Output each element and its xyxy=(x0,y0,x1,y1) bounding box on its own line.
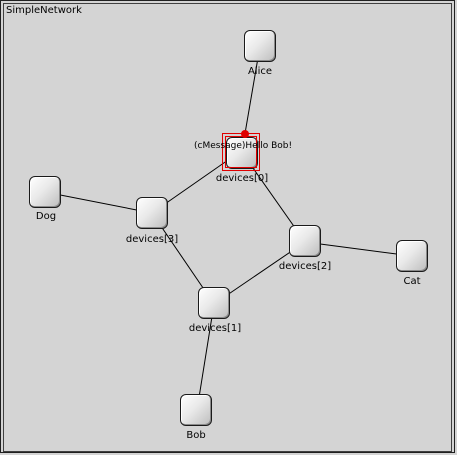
node-devices2-label: devices[2] xyxy=(278,261,332,272)
node-dog-icon[interactable] xyxy=(29,176,61,208)
node-devices0-icon[interactable] xyxy=(226,137,258,169)
message-label: (cMessage)Hello Bob! xyxy=(194,141,293,151)
node-devices1-label: devices[1] xyxy=(188,323,242,334)
link-devices1-bob xyxy=(196,303,215,411)
node-alice-icon[interactable] xyxy=(244,30,276,62)
node-devices1-icon[interactable] xyxy=(198,287,230,319)
node-devices2-icon[interactable] xyxy=(289,225,321,257)
network-frame xyxy=(3,3,452,452)
node-cat-icon[interactable] xyxy=(396,240,428,272)
network-title: SimpleNetwork xyxy=(6,5,82,16)
node-devices3-icon[interactable] xyxy=(136,197,168,229)
node-devices3-label: devices[3] xyxy=(125,234,179,245)
node-devices0-label: devices[0] xyxy=(215,173,269,184)
link-devices2-cat xyxy=(304,241,413,257)
node-alice-label: Alice xyxy=(247,66,273,77)
node-bob-label: Bob xyxy=(186,430,206,441)
message-dot-icon[interactable] xyxy=(241,130,249,138)
node-cat-label: Cat xyxy=(403,276,421,287)
node-bob-icon[interactable] xyxy=(180,394,212,426)
node-dog-label: Dog xyxy=(35,211,57,222)
link-dog-devices3 xyxy=(44,191,153,214)
